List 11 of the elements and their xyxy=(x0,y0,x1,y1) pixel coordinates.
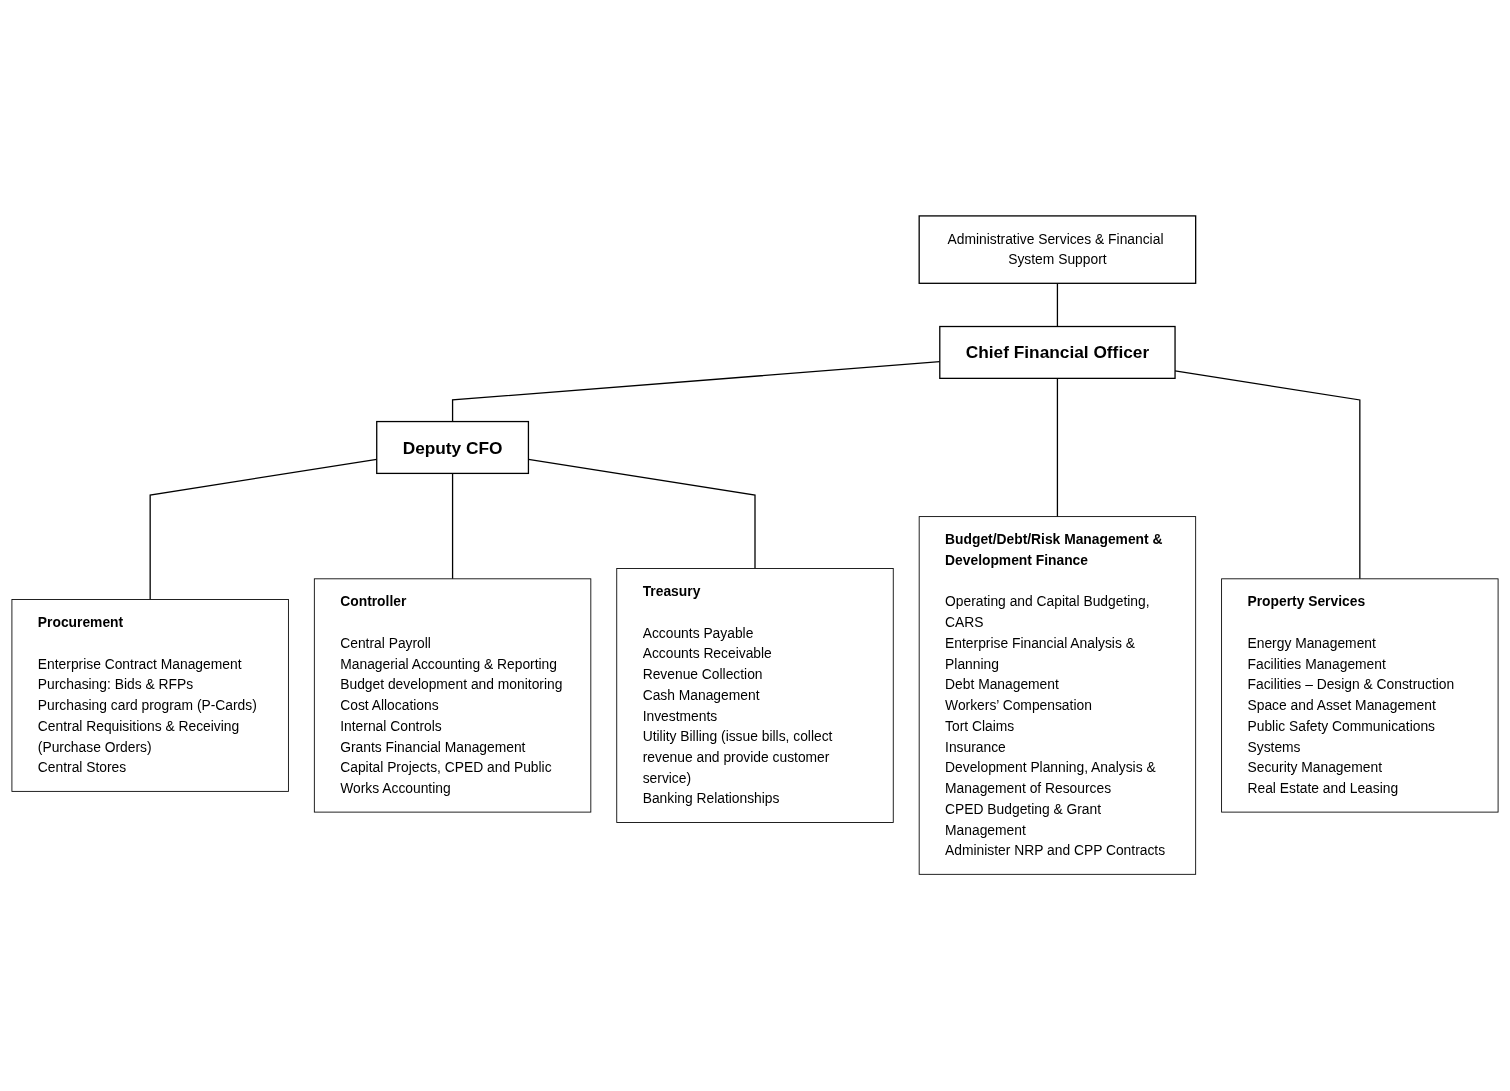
node-box: Controller Central Payroll Managerial Accounting & Reporting Budget development and monitoring Cost Allocations Internal Controls Grants Financial Management Capital Projects, CPED and Public Works Accounting xyxy=(313,578,592,813)
node-box: Deputy CFO xyxy=(376,421,530,475)
node-box: Chief Financial Officer xyxy=(939,326,1176,380)
node-box: Administrative Services & Financial System Support xyxy=(918,215,1197,285)
connector xyxy=(1056,283,1059,328)
node-box: Treasury Accounts Payable Accounts Receivable Revenue Collection Cash Management Investments Utility Billing (issue bills, collect revenue and provide customer service) Banking Relationships xyxy=(616,568,894,824)
connector xyxy=(451,473,454,580)
node-box: Budget/Debt/Risk Management & Development Finance Operating and Capital Budgeting, CARS Enterprise Financial Analysis & Planning Debt Management Workers’ Compensation Tort Claims Insurance Development Planning, Analysis & Management of Resources CPED Budgeting & Grant Management Administer NRP and CPP Contracts xyxy=(918,516,1197,876)
node-box: Procurement Enterprise Contract Management Purchasing: Bids & RFPs Purchasing card program (P-Cards) Central Requisitions & Receiving (Purchase Orders) Central Stores xyxy=(11,599,289,793)
connector xyxy=(1056,378,1059,518)
node-box: Property Services Energy Management Facilities Management Facilities – Design & Construction Space and Asset Management Public Safety Communications Systems Security Management Real Estate and Leasing xyxy=(1221,578,1499,813)
